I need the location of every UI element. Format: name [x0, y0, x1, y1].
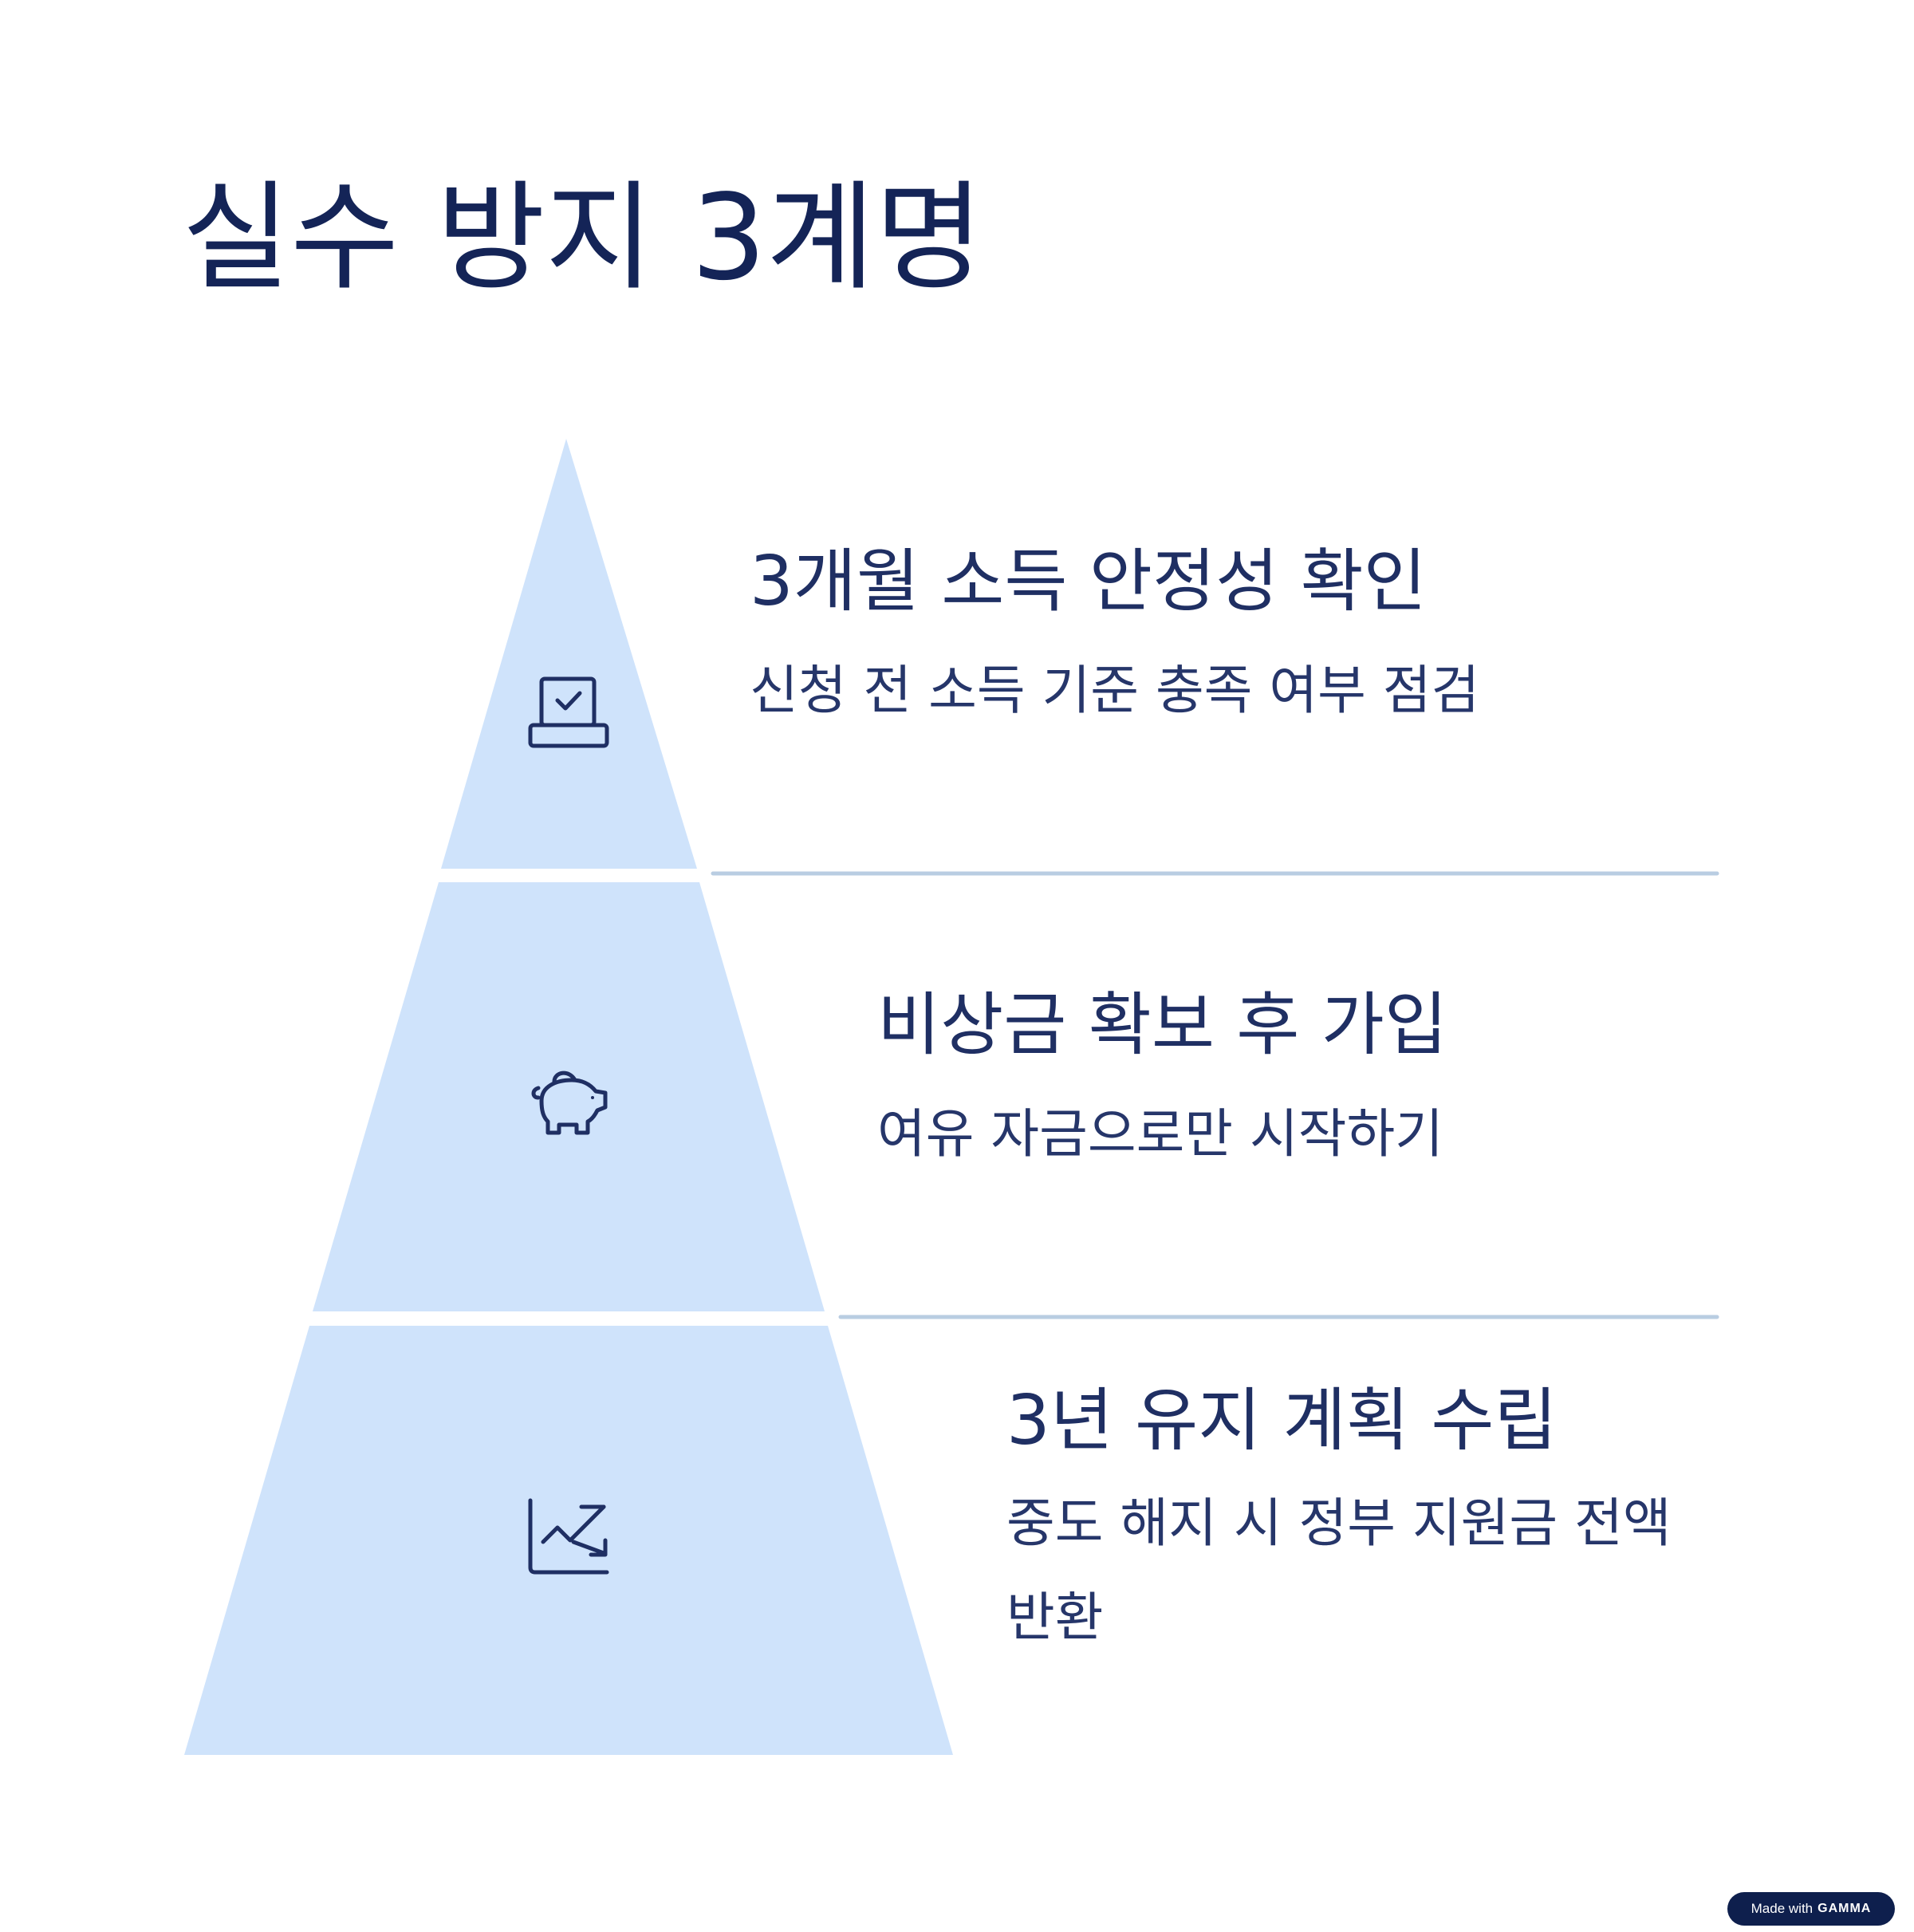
step-1-title: 3개월 소득 안정성 확인 [750, 542, 1427, 621]
badge-brand: GAMMA [1818, 1902, 1872, 1915]
laptop-check-icon [527, 674, 610, 757]
chart-trend-down-icon [527, 1497, 610, 1580]
step-2-title: 비상금 확보 후 가입 [877, 985, 1447, 1065]
badge-prefix: Made with [1751, 1901, 1814, 1916]
step-1: 3개월 소득 안정성 확인 신청 전 소득 기준 충족 여부 점검 [750, 541, 1479, 738]
pyramid-tier-middle [313, 882, 825, 1311]
pyramid-tier-top [441, 439, 697, 869]
made-with-gamma-badge[interactable]: Made with GAMMA [1727, 1892, 1895, 1926]
step-3-title: 3년 유지 계획 수립 [1006, 1381, 1558, 1461]
page-title: 실수 방지 3계명 [182, 169, 984, 306]
step-3-description: 중도 해지 시 정부 지원금 전액 반환 [1006, 1492, 1672, 1649]
step-3: 3년 유지 계획 수립 중도 해지 시 정부 지원금 전액 반환 [1006, 1380, 1700, 1665]
piggy-bank-icon [527, 1058, 610, 1141]
step-2: 비상금 확보 후 가입 여유 자금으로만 시작하기 [877, 984, 1447, 1181]
step-2-description: 여유 자금으로만 시작하기 [877, 1103, 1443, 1165]
step-1-description: 신청 전 소득 기준 충족 여부 점검 [750, 660, 1480, 722]
